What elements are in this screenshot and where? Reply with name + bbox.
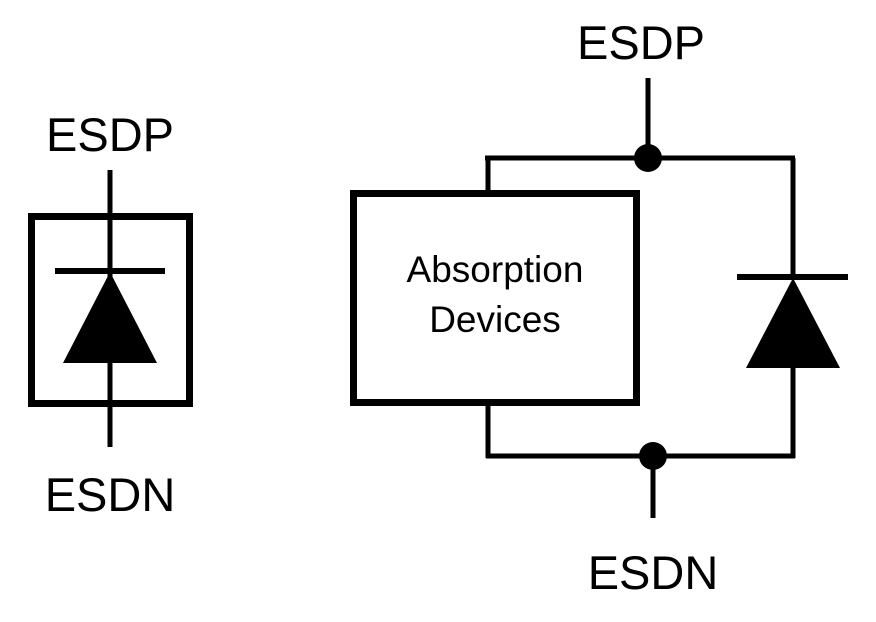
esdn-junction-dot bbox=[639, 442, 667, 470]
left-esdn-label: ESDN bbox=[45, 468, 176, 521]
esdp-junction-dot bbox=[634, 144, 662, 172]
absorption-devices-label-line1: Absorption bbox=[407, 249, 584, 290]
right-esdn-label: ESDN bbox=[588, 546, 719, 599]
absorption-devices-box bbox=[350, 190, 640, 406]
left-diode-triangle bbox=[63, 272, 157, 363]
right-diode-triangle bbox=[746, 278, 840, 368]
right-esdp-label: ESDP bbox=[577, 16, 705, 69]
absorption-devices-label-line2: Devices bbox=[429, 299, 561, 340]
left-esdp-label: ESDP bbox=[46, 108, 174, 161]
left-esd-symbol-group: ESDP ESDN bbox=[28, 108, 193, 521]
right-equivalent-circuit-group: ESDP Absorption Devices ESDN bbox=[350, 16, 848, 599]
